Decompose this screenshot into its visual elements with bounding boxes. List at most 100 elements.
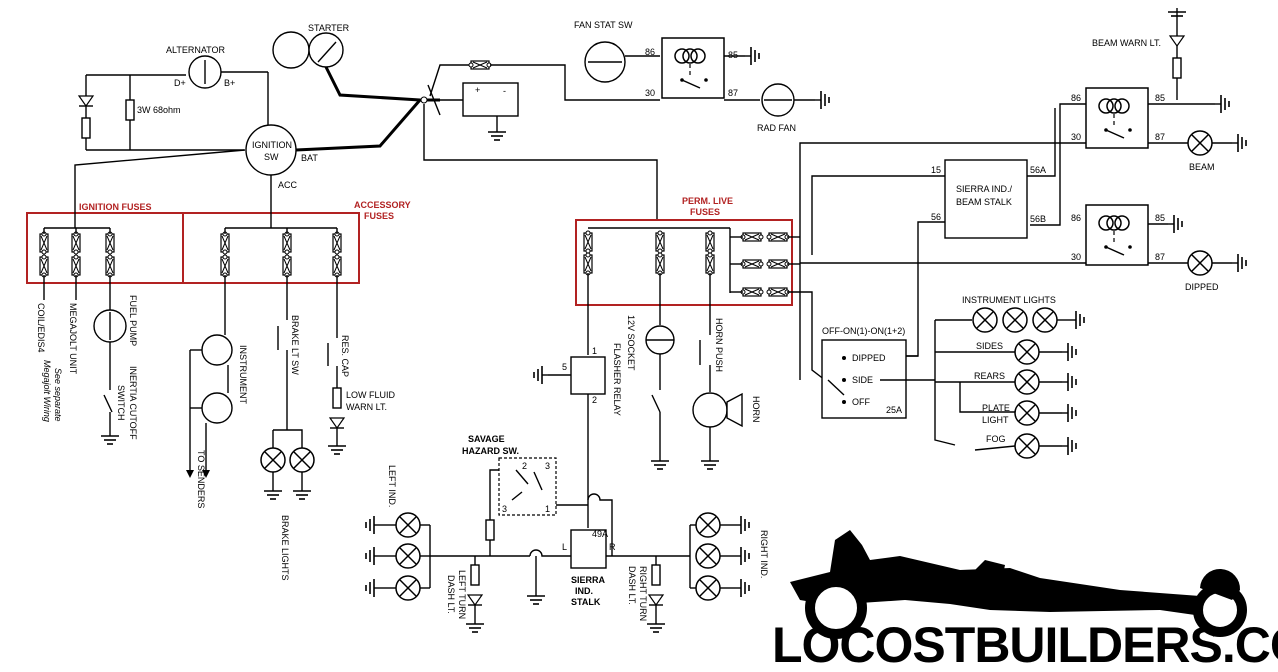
stalk-49a: 49A [592,529,608,539]
stalk-56: 56 [931,212,941,222]
instrument-label: INSTRUMENT [238,345,248,404]
stalk-56a: 56A [1030,165,1046,175]
beam-relay-85: 85 [1155,93,1165,103]
dip-relay-86: 86 [1071,213,1081,223]
right-turn-label-1: RIGHT TURN [638,566,648,621]
inertia-label-1: INERTIA CUTOFF [128,366,138,440]
sides-label: SIDES [976,341,1003,351]
hz-3b: 3 [502,504,507,514]
accessory-fuses-label-1: ACCESSORY [354,200,411,210]
beam-relay-87: 87 [1155,132,1165,142]
beam-relay-86: 86 [1071,93,1081,103]
fan-relay-85: 85 [728,50,738,60]
acc-label: ACC [278,180,298,190]
right-ind-label: RIGHT IND. [759,530,769,578]
fuel-pump-label: FUEL PUMP [128,295,138,346]
low-fluid-led-icon [328,417,346,430]
locost-car-logo [790,530,1247,639]
light-switch: OFF-ON(1)-ON(1+2) DIPPED SIDE OFF 25A [821,326,935,419]
low-fluid-label-1: LOW FLUID [346,390,396,400]
flasher-5: 5 [562,362,567,372]
stalk-r: R [609,542,616,552]
inertia-label-2: SWITCH [116,385,126,421]
fan-relay-86: 86 [645,47,655,57]
resistor-icon [81,117,91,139]
accessory-fuses-label-2: FUSES [364,211,394,221]
resistor-label: 3W 68ohm [137,105,181,115]
flasher-relay-box [570,356,606,395]
gauge-2-icon [201,392,233,424]
beam-warn-led-icon [1168,35,1186,48]
see-separate-1: See separate [53,368,63,422]
fan-relay-30: 30 [645,88,655,98]
plate-label-1: PLATE [982,403,1010,413]
accessory-fuse-box: ACCESSORY FUSES [182,200,411,284]
starter-icon [272,31,310,69]
dip-relay-30: 30 [1071,252,1081,262]
beam-stalk-label-1: SIERRA IND./ [956,184,1013,194]
low-fluid-label-2: WARN LT. [346,402,387,412]
rears-label: REARS [974,371,1005,381]
rad-fan-label: RAD FAN [757,123,796,133]
battery-icon [462,82,519,117]
fog-label: FOG [986,434,1006,444]
socket-12v: 12V SOCKET [626,273,675,470]
hazard-switch: SAVAGE HAZARD SW. 2 3 3 1 [462,434,588,556]
charging-circuit: 3W 68ohm ALTERNATOR D+ B+ [77,45,269,151]
solenoid-icon [308,32,344,68]
right-turn-label-2: DASH LT. [627,566,637,605]
ignition-sw-label: SW [264,152,279,162]
off-on-label: OFF-ON(1)-ON(1+2) [822,326,905,336]
savage-label-2: HAZARD SW. [462,446,519,456]
gauge-1-icon [201,334,233,366]
horn-label: HORN [751,396,761,423]
battery-minus: - [503,86,506,96]
dip-circuit: 86 85 30 87 DIPPED [800,204,1247,292]
sierra-ind-2: IND. [575,586,593,596]
sw-side-label: SIDE [852,375,873,385]
instrument-lights-label: INSTRUMENT LIGHTS [962,295,1056,305]
bat-label: BAT [301,153,318,163]
indicator-stalk: 49A L R SIERRA IND. STALK LEFT IND. LEFT… [365,465,769,633]
beam-label: BEAM [1189,162,1215,172]
flasher-1: 1 [592,346,597,356]
battery-junction: + - [420,60,658,220]
hz-2: 2 [522,461,527,471]
beam-relay-30: 30 [1071,132,1081,142]
alt-dplus-label: D+ [174,78,186,88]
alternator-label: ALTERNATOR [166,45,226,55]
horn-push-label: HORN PUSH [714,318,724,372]
resistor-3w-icon [125,99,135,121]
alt-bplus-label: B+ [224,78,235,88]
hazard-switch-box [498,457,557,516]
warning-led-icon [77,95,95,108]
battery-plus: + [475,85,480,95]
left-turn-label-2: DASH LT. [446,575,456,614]
stalk-15: 15 [931,165,941,175]
left-turn-label-1: LEFT TURN [457,570,467,619]
dip-relay-87: 87 [1155,252,1165,262]
perm-live-fuse-box: PERM. LIVE FUSES [575,196,826,381]
beam-warn-label: BEAM WARN LT. [1092,38,1161,48]
sierra-ind-3: STALK [571,597,601,607]
see-separate-2: Megajolt Wiring [42,360,52,422]
sw-off-label: OFF [852,397,870,407]
sierra-ind-1: SIERRA [571,575,606,585]
megajolt-label: MEGAJOLT UNIT [68,303,78,375]
savage-label-1: SAVAGE [468,434,505,444]
beam-stalk-box [944,159,1028,239]
starter-label: STARTER [308,23,350,33]
brake-sw-label: BRAKE LT SW [290,315,300,375]
side-lights: INSTRUMENT LIGHTS SIDES REARS PLATE LIGH… [934,295,1085,459]
light-switch-box [821,339,907,419]
brand-text: LOCOSTBUILDERS.CO.UK [772,617,1278,672]
coil-edis-label: COIL/EDIS4 [36,303,46,353]
plate-label-2: LIGHT [982,415,1009,425]
stalk-l: L [562,542,567,552]
res-cap-label: RES. CAP [340,335,350,377]
accessory-loads: INSTRUMENT TO SENDERS BRAKE LT SW BRAKE … [186,275,396,581]
to-senders-label: TO SENDERS [196,450,206,508]
flasher-2: 2 [592,395,597,405]
horn-icon [692,392,728,428]
